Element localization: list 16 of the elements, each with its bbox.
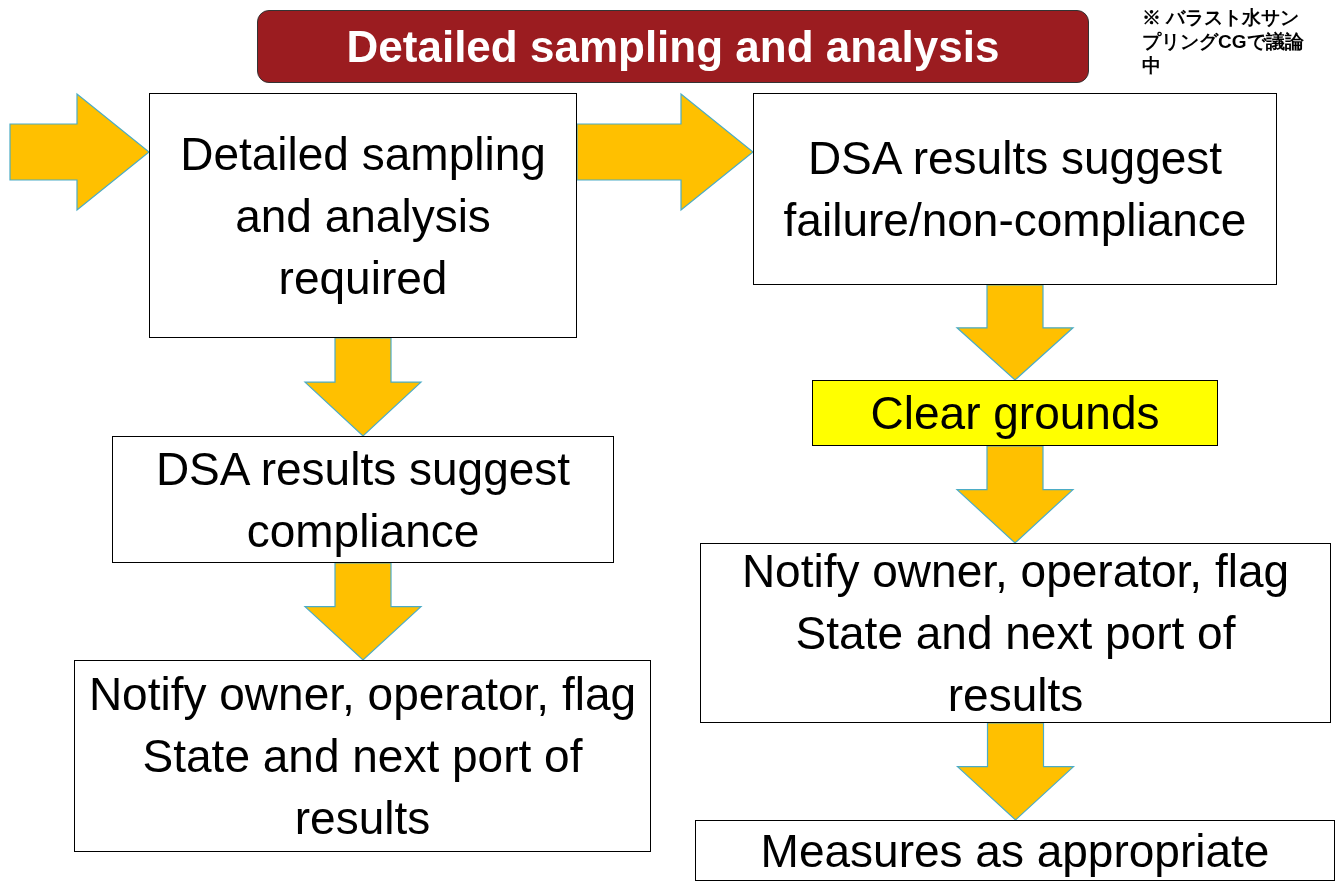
block-arrow xyxy=(303,337,423,437)
highlight-box: Clear grounds xyxy=(812,380,1218,446)
process-box: Notify owner, operator, flag State and next port of results xyxy=(74,660,651,852)
block-arrow xyxy=(955,722,1076,821)
process-box: DSA results suggest compliance xyxy=(112,436,614,563)
process-box: DSA results suggest failure/non-compliance xyxy=(753,93,1277,285)
note-text: ※ バラスト水サンプリングCGで議論中 xyxy=(1142,6,1305,78)
process-box: Notify owner, operator, flag State and next port of results xyxy=(700,543,1331,723)
process-box: Measures as appropriate xyxy=(695,820,1335,881)
block-arrow xyxy=(576,92,754,212)
block-arrow xyxy=(955,284,1075,381)
block-arrow xyxy=(303,562,423,661)
block-arrow xyxy=(9,92,150,212)
block-arrow xyxy=(955,445,1075,544)
process-box: Detailed sampling and analysis required xyxy=(149,93,577,338)
title-banner: Detailed sampling and analysis xyxy=(257,10,1089,83)
